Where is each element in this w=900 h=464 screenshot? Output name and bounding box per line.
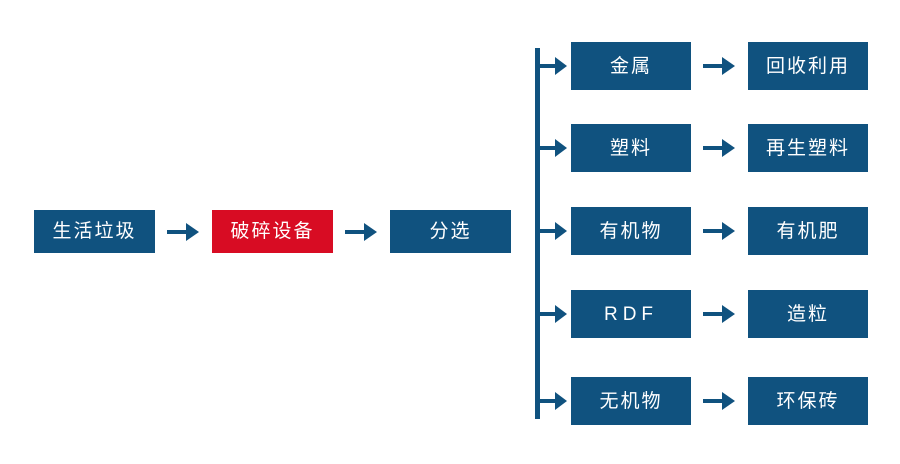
flow-node-sorting[interactable]: 分选 <box>390 210 511 253</box>
right-arrow-icon-main-2 <box>341 218 381 246</box>
flow-node-crushing-equipment[interactable]: 破碎设备 <box>212 210 333 253</box>
branch-category-organic[interactable]: 有机物 <box>571 207 691 255</box>
flow-node-label: 破碎设备 <box>230 221 315 242</box>
branch-category-label: 塑料 <box>609 137 652 159</box>
right-arrow-icon-main-1 <box>163 218 203 246</box>
flow-node-domestic-waste[interactable]: 生活垃圾 <box>34 210 155 253</box>
branch-category-label: 金属 <box>609 55 652 77</box>
vertical-trunk-line <box>535 48 540 419</box>
right-arrow-icon-branch-3 <box>699 218 739 244</box>
branch-right-arrow-icon-5 <box>538 388 570 414</box>
branch-product-label: 有机肥 <box>776 220 840 242</box>
branch-product-label: 造粒 <box>786 303 829 325</box>
branch-right-arrow-icon-3 <box>538 218 570 244</box>
branch-right-arrow-icon-2 <box>538 135 570 161</box>
branch-category-rdf[interactable]: RDF <box>571 290 691 338</box>
branch-product-label: 再生塑料 <box>765 137 850 159</box>
right-arrow-icon-branch-2 <box>699 135 739 161</box>
branch-category-inorganic[interactable]: 无机物 <box>571 377 691 425</box>
branch-category-label: 有机物 <box>599 220 663 242</box>
right-arrow-icon-branch-4 <box>699 301 739 327</box>
branch-right-arrow-icon-4 <box>538 301 570 327</box>
branch-right-arrow-icon-1 <box>538 53 570 79</box>
branch-product-granulation[interactable]: 造粒 <box>748 290 868 338</box>
branch-product-recycled-plastic[interactable]: 再生塑料 <box>748 124 868 172</box>
right-arrow-icon-branch-5 <box>699 388 739 414</box>
flow-node-label: 分选 <box>429 221 472 242</box>
right-arrow-icon-branch-1 <box>699 53 739 79</box>
branch-product-label: 环保砖 <box>776 390 840 412</box>
branch-product-label: 回收利用 <box>765 55 850 77</box>
branch-product-recycling[interactable]: 回收利用 <box>748 42 868 90</box>
branch-product-eco-brick[interactable]: 环保砖 <box>748 377 868 425</box>
branch-category-metal[interactable]: 金属 <box>571 42 691 90</box>
branch-category-plastic[interactable]: 塑料 <box>571 124 691 172</box>
flow-node-label: 生活垃圾 <box>52 221 137 242</box>
branch-product-organic-fertilizer[interactable]: 有机肥 <box>748 207 868 255</box>
branch-category-label: RDF <box>603 303 659 325</box>
branch-category-label: 无机物 <box>599 390 663 412</box>
